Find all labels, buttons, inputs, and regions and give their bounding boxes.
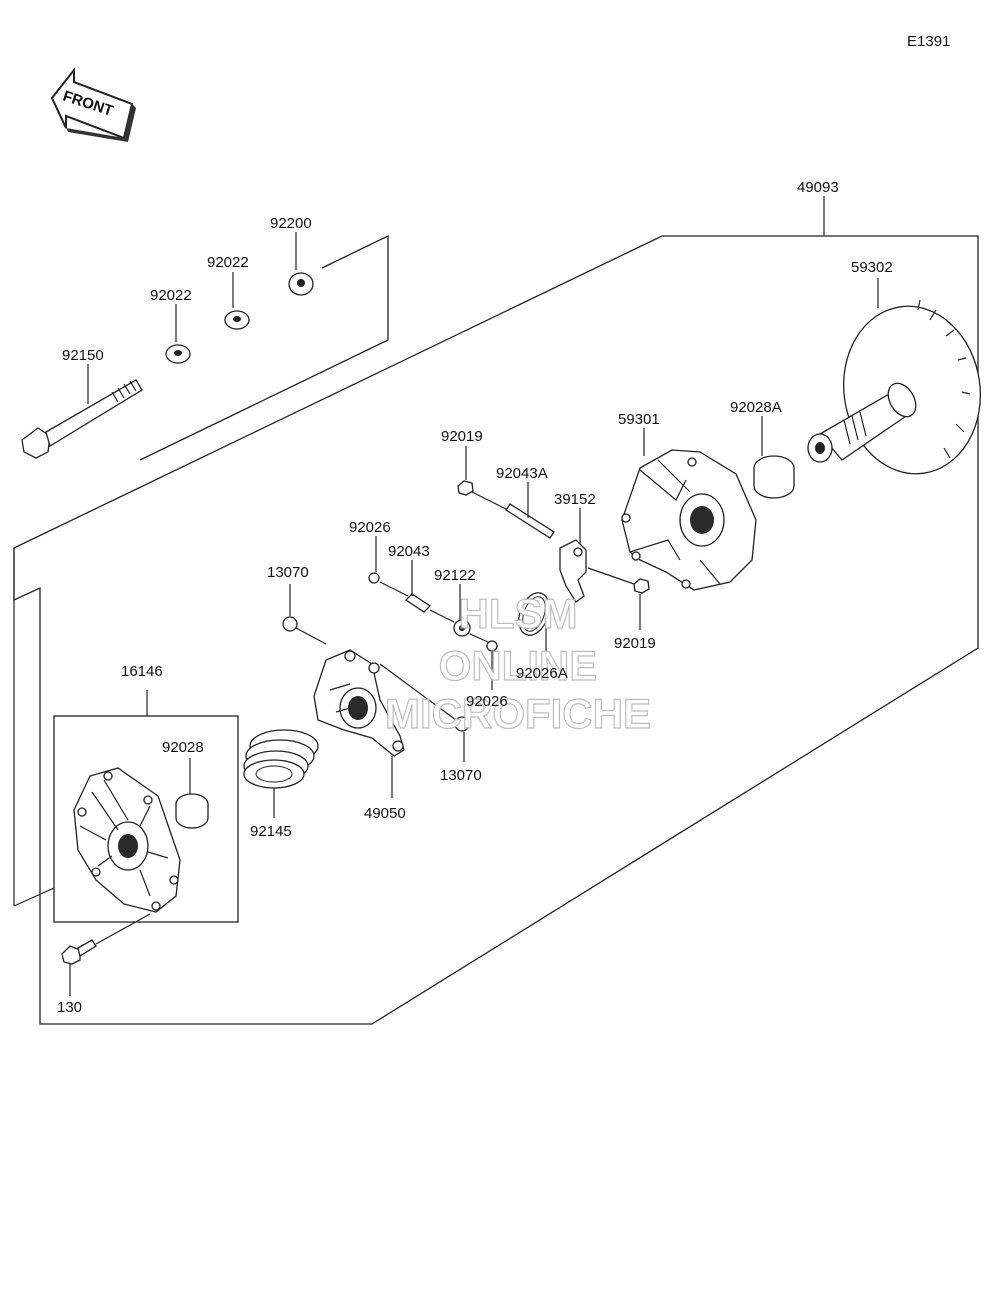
front-arrow-icon: FRONT [50, 67, 136, 142]
bushing-92028A [753, 455, 795, 499]
washer-92026-lower [486, 640, 498, 652]
washer-92026-top [368, 572, 380, 584]
callout-39152: 39152 [554, 491, 596, 508]
watermark-line-2: ONLINE [439, 642, 598, 689]
bushing-92028 [175, 793, 209, 829]
callout-16146: 16146 [121, 663, 163, 680]
washer-92022-right [224, 310, 250, 330]
callout-92145: 92145 [250, 823, 292, 840]
callout-59302: 59302 [851, 259, 893, 276]
weight-arm-39152 [559, 539, 587, 603]
pin-92043 [404, 593, 432, 613]
washer-92200 [288, 272, 314, 296]
spider-49050 [313, 649, 405, 757]
washer-92022-left [165, 344, 191, 364]
callout-92028: 92028 [162, 739, 204, 756]
bolt-92150 [21, 379, 143, 459]
cover-subframe-16146 [53, 715, 239, 923]
roller-92122 [453, 619, 471, 637]
callout-13070-lower: 13070 [440, 767, 482, 784]
spring-92145 [243, 729, 319, 789]
callout-49050: 49050 [364, 805, 406, 822]
watermark: HLSM ONLINE MICROFICHE [384, 589, 651, 737]
callout-92026A: 92026A [516, 665, 568, 682]
nut-92019-top [457, 480, 474, 496]
assembly-frame-49093 [13, 235, 979, 1025]
callout-92028A: 92028A [730, 399, 782, 416]
watermark-line-1: HLSM [459, 590, 578, 637]
callout-92022-lower: 92022 [150, 287, 192, 304]
callout-92122: 92122 [434, 567, 476, 584]
washer-group-bracket [139, 234, 389, 461]
pin-92043A [505, 503, 555, 539]
diagram-code: E1391 [907, 33, 950, 50]
callout-13070-top: 13070 [267, 564, 309, 581]
ring-92026A [518, 592, 550, 636]
bushing-13070-lower [454, 716, 470, 732]
callout-59301: 59301 [618, 411, 660, 428]
callout-92026-top: 92026 [349, 519, 391, 536]
bolt-130 [61, 939, 97, 965]
callout-92022-upper: 92022 [207, 254, 249, 271]
callout-92150: 92150 [62, 347, 104, 364]
callout-49093: 49093 [797, 179, 839, 196]
callout-92019-right: 92019 [614, 635, 656, 652]
callout-92043A: 92043A [496, 465, 548, 482]
callout-130: 130 [57, 999, 82, 1016]
fixed-sheave-59302 [807, 299, 981, 475]
cover-16146 [73, 767, 181, 913]
movable-sheave-59301 [621, 449, 757, 591]
nut-92019-right [633, 578, 650, 594]
bushing-13070-top [282, 616, 298, 632]
callout-92019-top: 92019 [441, 428, 483, 445]
callout-92026-lower: 92026 [466, 693, 508, 710]
callout-92200: 92200 [270, 215, 312, 232]
callout-92043: 92043 [388, 543, 430, 560]
watermark-line-3: MICROFICHE [385, 690, 651, 737]
